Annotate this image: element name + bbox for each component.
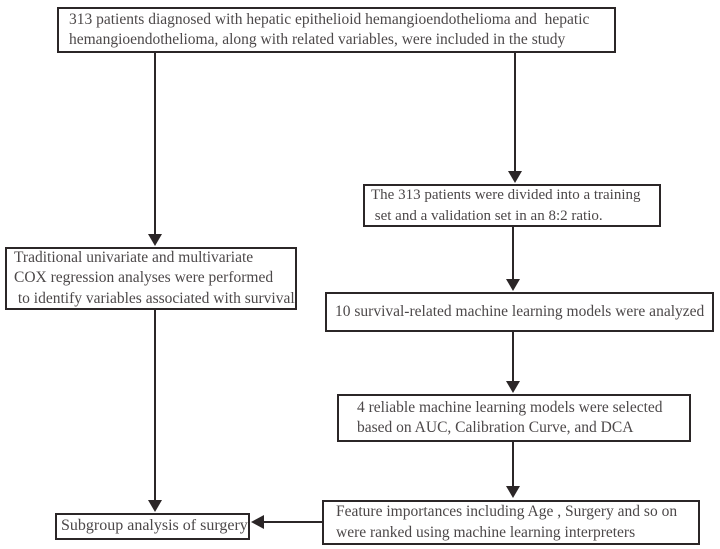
box-split: The 313 patients were divided into a tra…	[363, 184, 661, 227]
box-feature-importance-text: Feature importances including Age , Surg…	[336, 503, 678, 541]
arrowhead-down-icon	[506, 381, 520, 393]
box-split-text: The 313 patients were divided into a tra…	[371, 187, 641, 224]
box-ml-models-text: 10 survival-related machine learning mod…	[335, 302, 705, 320]
arrow-line	[512, 442, 514, 488]
arrowhead-down-icon	[148, 500, 162, 512]
arrowhead-down-icon	[506, 279, 520, 291]
arrow-line	[154, 53, 156, 236]
arrow-line	[514, 53, 516, 173]
box-subgroup: Subgroup analysis of surgery	[55, 513, 250, 540]
box-cox-text: Traditional univariate and multivariate …	[14, 248, 295, 307]
arrowhead-down-icon	[506, 486, 520, 498]
arrowhead-down-icon	[508, 171, 522, 183]
box-inclusion-text: 313 patients diagnosed with hepatic epit…	[69, 10, 590, 49]
box-feature-importance: Feature importances including Age , Surg…	[322, 500, 700, 545]
arrow-line	[512, 332, 514, 383]
arrow-line	[154, 310, 156, 502]
arrowhead-down-icon	[148, 234, 162, 246]
arrow-line	[263, 521, 322, 523]
box-subgroup-text: Subgroup analysis of surgery	[61, 517, 248, 535]
box-ml-models: 10 survival-related machine learning mod…	[325, 292, 714, 332]
box-selected-models: 4 reliable machine learning models were …	[337, 394, 691, 442]
box-cox: Traditional univariate and multivariate …	[5, 247, 297, 310]
arrowhead-left-icon	[251, 515, 264, 529]
arrow-line	[512, 227, 514, 281]
box-selected-models-text: 4 reliable machine learning models were …	[357, 398, 663, 437]
box-inclusion: 313 patients diagnosed with hepatic epit…	[57, 7, 616, 53]
